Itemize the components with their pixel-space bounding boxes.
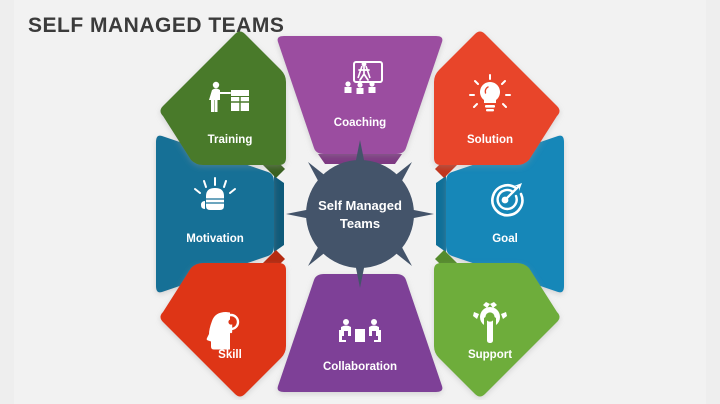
self-managed-teams-radial-diagram: Coaching Collaboration (150, 28, 570, 400)
motivation-label: Motivation (186, 233, 244, 245)
presenter-whiteboard-icon (344, 61, 383, 94)
support-label: Support (468, 349, 512, 361)
head-gear-icon (206, 312, 240, 350)
raised-fist-icon (194, 177, 236, 210)
target-arrow-icon (491, 183, 524, 217)
segment-motivation[interactable]: Motivation (156, 135, 284, 293)
goal-label: Goal (492, 233, 518, 245)
goal-shade (436, 176, 446, 252)
training-label: Training (208, 134, 253, 146)
hub-label-line2: Teams (340, 216, 380, 231)
lightbulb-icon (469, 74, 511, 112)
two-people-table-icon (339, 319, 381, 342)
motivation-shape (156, 135, 274, 293)
training-shape (160, 31, 286, 165)
hub-label-line1: Self Managed (318, 198, 402, 213)
segment-coaching[interactable]: Coaching (277, 36, 443, 164)
coaching-shape (277, 36, 443, 154)
segment-skill[interactable]: Skill (160, 250, 287, 397)
self-managed-teams-hub[interactable]: Self Managed Teams (306, 160, 414, 268)
segment-solution[interactable]: Solution (434, 31, 560, 179)
segment-goal[interactable]: Goal (436, 135, 564, 293)
gear-wrench-icon (473, 302, 507, 343)
trainer-flipchart-icon (209, 81, 249, 112)
coaching-label: Coaching (334, 117, 386, 129)
support-shape (434, 263, 560, 397)
solution-label: Solution (467, 134, 513, 146)
skill-label: Skill (218, 349, 242, 361)
page-title: SELF MANAGED TEAMS (28, 14, 285, 37)
collaboration-label: Collaboration (323, 361, 397, 373)
motivation-shade (274, 176, 284, 252)
segment-support[interactable]: Support (434, 250, 560, 397)
segment-collaboration[interactable]: Collaboration (277, 274, 443, 392)
segment-training[interactable]: Training (160, 31, 287, 179)
